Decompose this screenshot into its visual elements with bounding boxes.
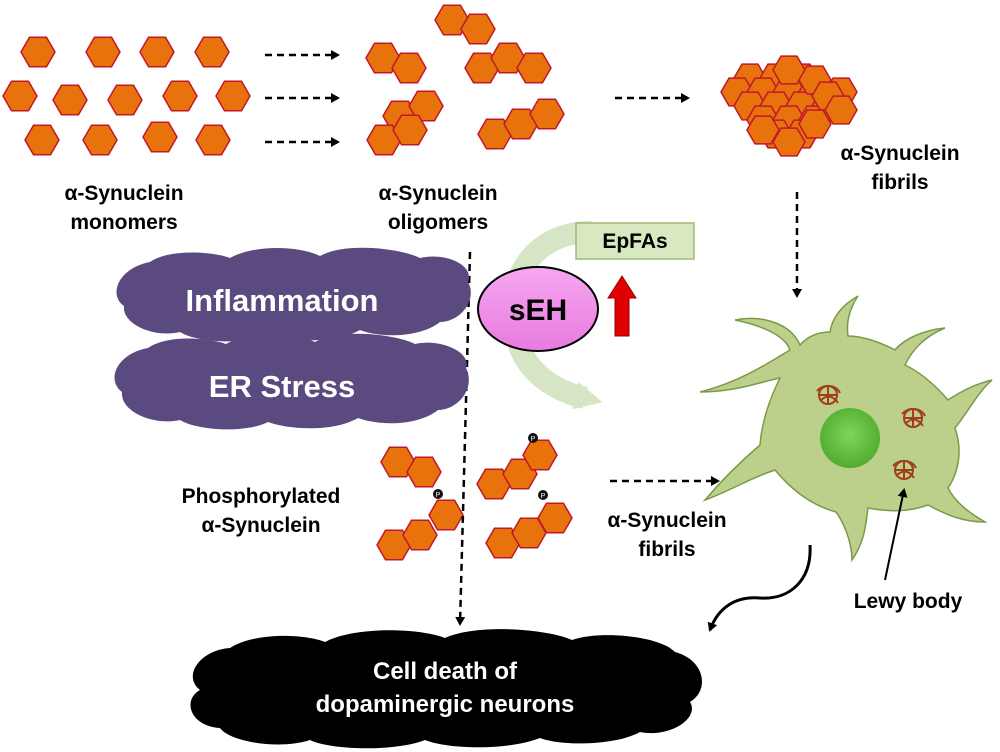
lewy-body-icon: [892, 460, 917, 480]
hexagon-icon: [82, 124, 118, 156]
phosphate-icon: [538, 490, 548, 500]
monomers-label-line2: monomers: [70, 211, 177, 234]
fibrils-mid-label-line2: fibrils: [638, 538, 695, 561]
hexagon-icon: [2, 80, 38, 112]
phosphate-label: P: [541, 493, 546, 500]
fibril-cluster: [720, 55, 858, 157]
phosphate-label: P: [436, 492, 441, 499]
hexagon-icon: [376, 529, 412, 561]
hexagon-icon: [20, 36, 56, 68]
seh-label: sEH: [509, 294, 567, 327]
hexagon-icon: [746, 115, 780, 145]
hexagon-icon: [772, 55, 806, 85]
hexagon-icon: [195, 124, 231, 156]
hexagon-icon: [215, 80, 251, 112]
nucleus: [820, 408, 880, 468]
hexagon-icon: [772, 127, 806, 157]
phosphorylated-label-line1: Phosphorylated: [182, 485, 341, 508]
seh-enzyme: [477, 266, 599, 352]
fibrils-top-label-line2: fibrils: [871, 171, 928, 194]
hexagon-icon: [529, 98, 565, 130]
hexagon-icon: [24, 124, 60, 156]
hexagon-icon: [365, 42, 401, 74]
monomers-label-line1: α-Synuclein: [64, 182, 183, 205]
phosphorylated-label-line2: α-Synuclein: [201, 514, 320, 537]
hexagon-icon: [162, 80, 198, 112]
hexagon-icon: [503, 108, 539, 140]
lewy-body-icon: [901, 408, 926, 428]
fibrils-top-label-line1: α-Synuclein: [840, 142, 959, 165]
hexagon-icon: [464, 52, 500, 84]
hexagon-icon: [142, 121, 178, 153]
lewy-body-label: Lewy body: [854, 590, 963, 613]
hexagon-icon: [406, 456, 442, 488]
epfas-label: EpFAs: [602, 230, 667, 253]
arrow-oligomer-celldeath: [455, 251, 472, 626]
hexagon-icon: [477, 118, 513, 150]
hexagon-icon: [392, 114, 428, 146]
oligomers-label-line2: oligomers: [388, 211, 488, 234]
lewy-body-pointer: [884, 488, 908, 581]
oligomers-label-line1: α-Synuclein: [378, 182, 497, 205]
hexagon-icon: [824, 95, 858, 125]
hexagon-icon: [490, 42, 526, 74]
hexagon-icon: [85, 36, 121, 68]
phosphate-icon: [433, 489, 443, 499]
hexagon-icon: [428, 499, 464, 531]
cell-death-cloud-icon: [190, 629, 702, 749]
hexagon-icon: [434, 4, 470, 36]
phosphate-label: P: [531, 436, 536, 443]
hexagon-icon: [366, 124, 402, 156]
inflammation-cloud-icon: [116, 247, 471, 342]
lewy-body-icon: [816, 385, 841, 405]
phosphate-icon: [528, 433, 538, 443]
inflammation-label: Inflammation: [186, 283, 379, 318]
hexagon-icon: [52, 84, 88, 116]
er-stress-label: ER Stress: [209, 369, 355, 404]
hexagon-icon: [537, 502, 573, 534]
hexagon-icon: [798, 109, 832, 139]
hexagon-icon: [107, 84, 143, 116]
up-arrow-icon: [607, 275, 637, 337]
oligomers-group: [365, 4, 565, 156]
monomers-group: [2, 36, 251, 156]
hexagon-icon: [194, 36, 230, 68]
fibrils-mid-label-line1: α-Synuclein: [607, 509, 726, 532]
hexagon-icon: [476, 468, 512, 500]
hexagon-icon: [485, 527, 521, 559]
hexagon-icon: [402, 519, 438, 551]
hexagon-icon: [522, 439, 558, 471]
hexagon-icon: [516, 52, 552, 84]
cell-death-label-line1: Cell death of: [373, 658, 518, 685]
hexagon-icon: [139, 36, 175, 68]
lewy-bodies: [816, 385, 926, 480]
hexagon-icon: [391, 52, 427, 84]
epfas-box: [575, 222, 695, 260]
hexagon-icon: [460, 13, 496, 45]
phosphorylated-group: P P P: [376, 433, 573, 561]
hexagon-icon: [408, 90, 444, 122]
dashed-arrows: [265, 50, 802, 626]
neuron-to-death-arrow: [707, 544, 812, 632]
cell-death-label-line2: dopaminergic neurons: [316, 691, 575, 718]
hexagon-icon: [380, 446, 416, 478]
er-stress-cloud-icon: [114, 333, 469, 430]
